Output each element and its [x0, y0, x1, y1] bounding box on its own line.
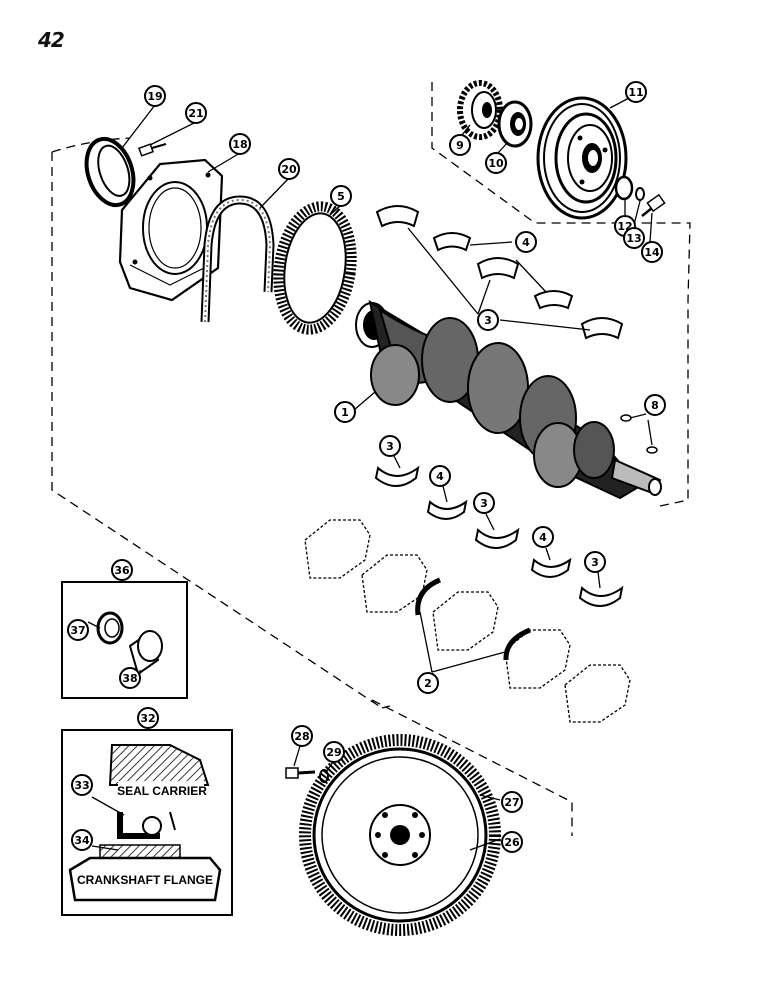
seal-section [117, 811, 176, 839]
bolt-14 [641, 193, 666, 217]
lockwasher-13 [635, 187, 645, 201]
seal-carrier-plate [118, 158, 224, 302]
dowel-pin-a [620, 414, 632, 422]
crankshaft-pulley [536, 96, 628, 220]
callout-13: 13 [623, 227, 645, 249]
callout-3-upper: 3 [477, 309, 499, 331]
callout-4-lower-b: 4 [532, 526, 554, 548]
pilot-bearing [96, 611, 124, 645]
callout-3-lower-b-text: 3 [480, 497, 488, 510]
thrust-washer-b [503, 627, 531, 661]
callout-20: 20 [278, 158, 300, 180]
callout-4-lower-a: 4 [429, 465, 451, 487]
callout-9-text: 9 [456, 139, 464, 152]
callout-3-lower-c: 3 [584, 551, 606, 573]
callout-26-text: 26 [504, 836, 520, 849]
callout-14: 14 [641, 241, 663, 263]
pilot-bushing [128, 630, 163, 676]
callout-34: 34 [71, 829, 93, 851]
callout-38-text: 38 [122, 672, 137, 685]
dowel-pin-b [646, 446, 658, 454]
callout-3-lower-c-text: 3 [591, 556, 599, 569]
callout-20-text: 20 [281, 163, 297, 176]
callout-21: 21 [185, 102, 207, 124]
callout-3-lower-a: 3 [379, 435, 401, 457]
callout-10: 10 [485, 152, 507, 174]
callout-36: 36 [111, 559, 133, 581]
bearing-shells-upper [375, 205, 624, 340]
callout-32: 32 [137, 707, 159, 729]
group-outline-top [51, 137, 131, 153]
callout-33-text: 33 [74, 779, 89, 792]
callout-38: 38 [119, 667, 141, 689]
callout-18: 18 [229, 133, 251, 155]
callout-28-text: 28 [294, 730, 309, 743]
callout-9: 9 [449, 134, 471, 156]
thrust-washer-a [415, 577, 442, 616]
callout-8: 8 [644, 394, 666, 416]
callout-18-text: 18 [232, 138, 247, 151]
callout-4-lower-a-text: 4 [436, 470, 444, 483]
callout-27-text: 27 [504, 796, 519, 809]
washer-12 [614, 175, 634, 201]
callout-29: 29 [323, 741, 345, 763]
crankshaft-flange-section: CRANKSHAFT FLANGE [68, 844, 222, 902]
group-outline-flywheel [371, 699, 573, 836]
callout-27: 27 [501, 791, 523, 813]
callout-5: 5 [330, 185, 352, 207]
ring-gear [273, 201, 357, 335]
flywheel [299, 734, 501, 936]
callout-37-text: 37 [70, 624, 85, 637]
callout-33: 33 [71, 774, 93, 796]
gasket-20 [200, 195, 275, 323]
callout-4-upper-text: 4 [522, 236, 530, 249]
callout-4-lower-b-text: 4 [539, 531, 547, 544]
callout-3-lower-a-text: 3 [386, 440, 394, 453]
callout-1-text: 1 [341, 406, 349, 419]
callout-26: 26 [501, 831, 523, 853]
main-bearing-caps [304, 519, 631, 723]
callout-19: 19 [144, 85, 166, 107]
callout-28: 28 [291, 725, 313, 747]
seal-carrier-label: SEAL CARRIER [117, 784, 207, 798]
rear-seal [84, 136, 136, 208]
seal-carrier-section: SEAL CARRIER [108, 744, 210, 798]
callout-34-text: 34 [74, 834, 90, 847]
page-number: 42 [38, 28, 65, 52]
callout-8-text: 8 [651, 399, 659, 412]
spacer [497, 100, 533, 148]
crankshaft [355, 299, 662, 500]
callout-19-text: 19 [147, 90, 162, 103]
bolt-21 [138, 143, 167, 157]
bearing-shells-lower [374, 465, 624, 607]
flywheel-bolt [285, 767, 316, 779]
callout-5-text: 5 [337, 190, 345, 203]
callout-21-text: 21 [188, 107, 203, 120]
callout-32-text: 32 [140, 712, 155, 725]
callout-13-text: 13 [626, 232, 641, 245]
callout-3-upper-text: 3 [484, 314, 492, 327]
callout-4-upper: 4 [515, 231, 537, 253]
callout-29-text: 29 [326, 746, 341, 759]
group-outline-pulley [431, 82, 691, 507]
callout-11: 11 [625, 81, 647, 103]
callout-14-text: 14 [644, 246, 660, 259]
callout-3-lower-b: 3 [473, 492, 495, 514]
callout-37: 37 [67, 619, 89, 641]
callout-2-text: 2 [424, 677, 432, 690]
leader-lines [87, 97, 653, 851]
timing-gear [457, 80, 503, 140]
crankshaft-flange-label: CRANKSHAFT FLANGE [77, 873, 213, 887]
callout-11-text: 11 [628, 86, 643, 99]
callout-2: 2 [417, 672, 439, 694]
callout-1: 1 [334, 401, 356, 423]
callout-36-text: 36 [114, 564, 130, 577]
callout-10-text: 10 [488, 157, 504, 170]
